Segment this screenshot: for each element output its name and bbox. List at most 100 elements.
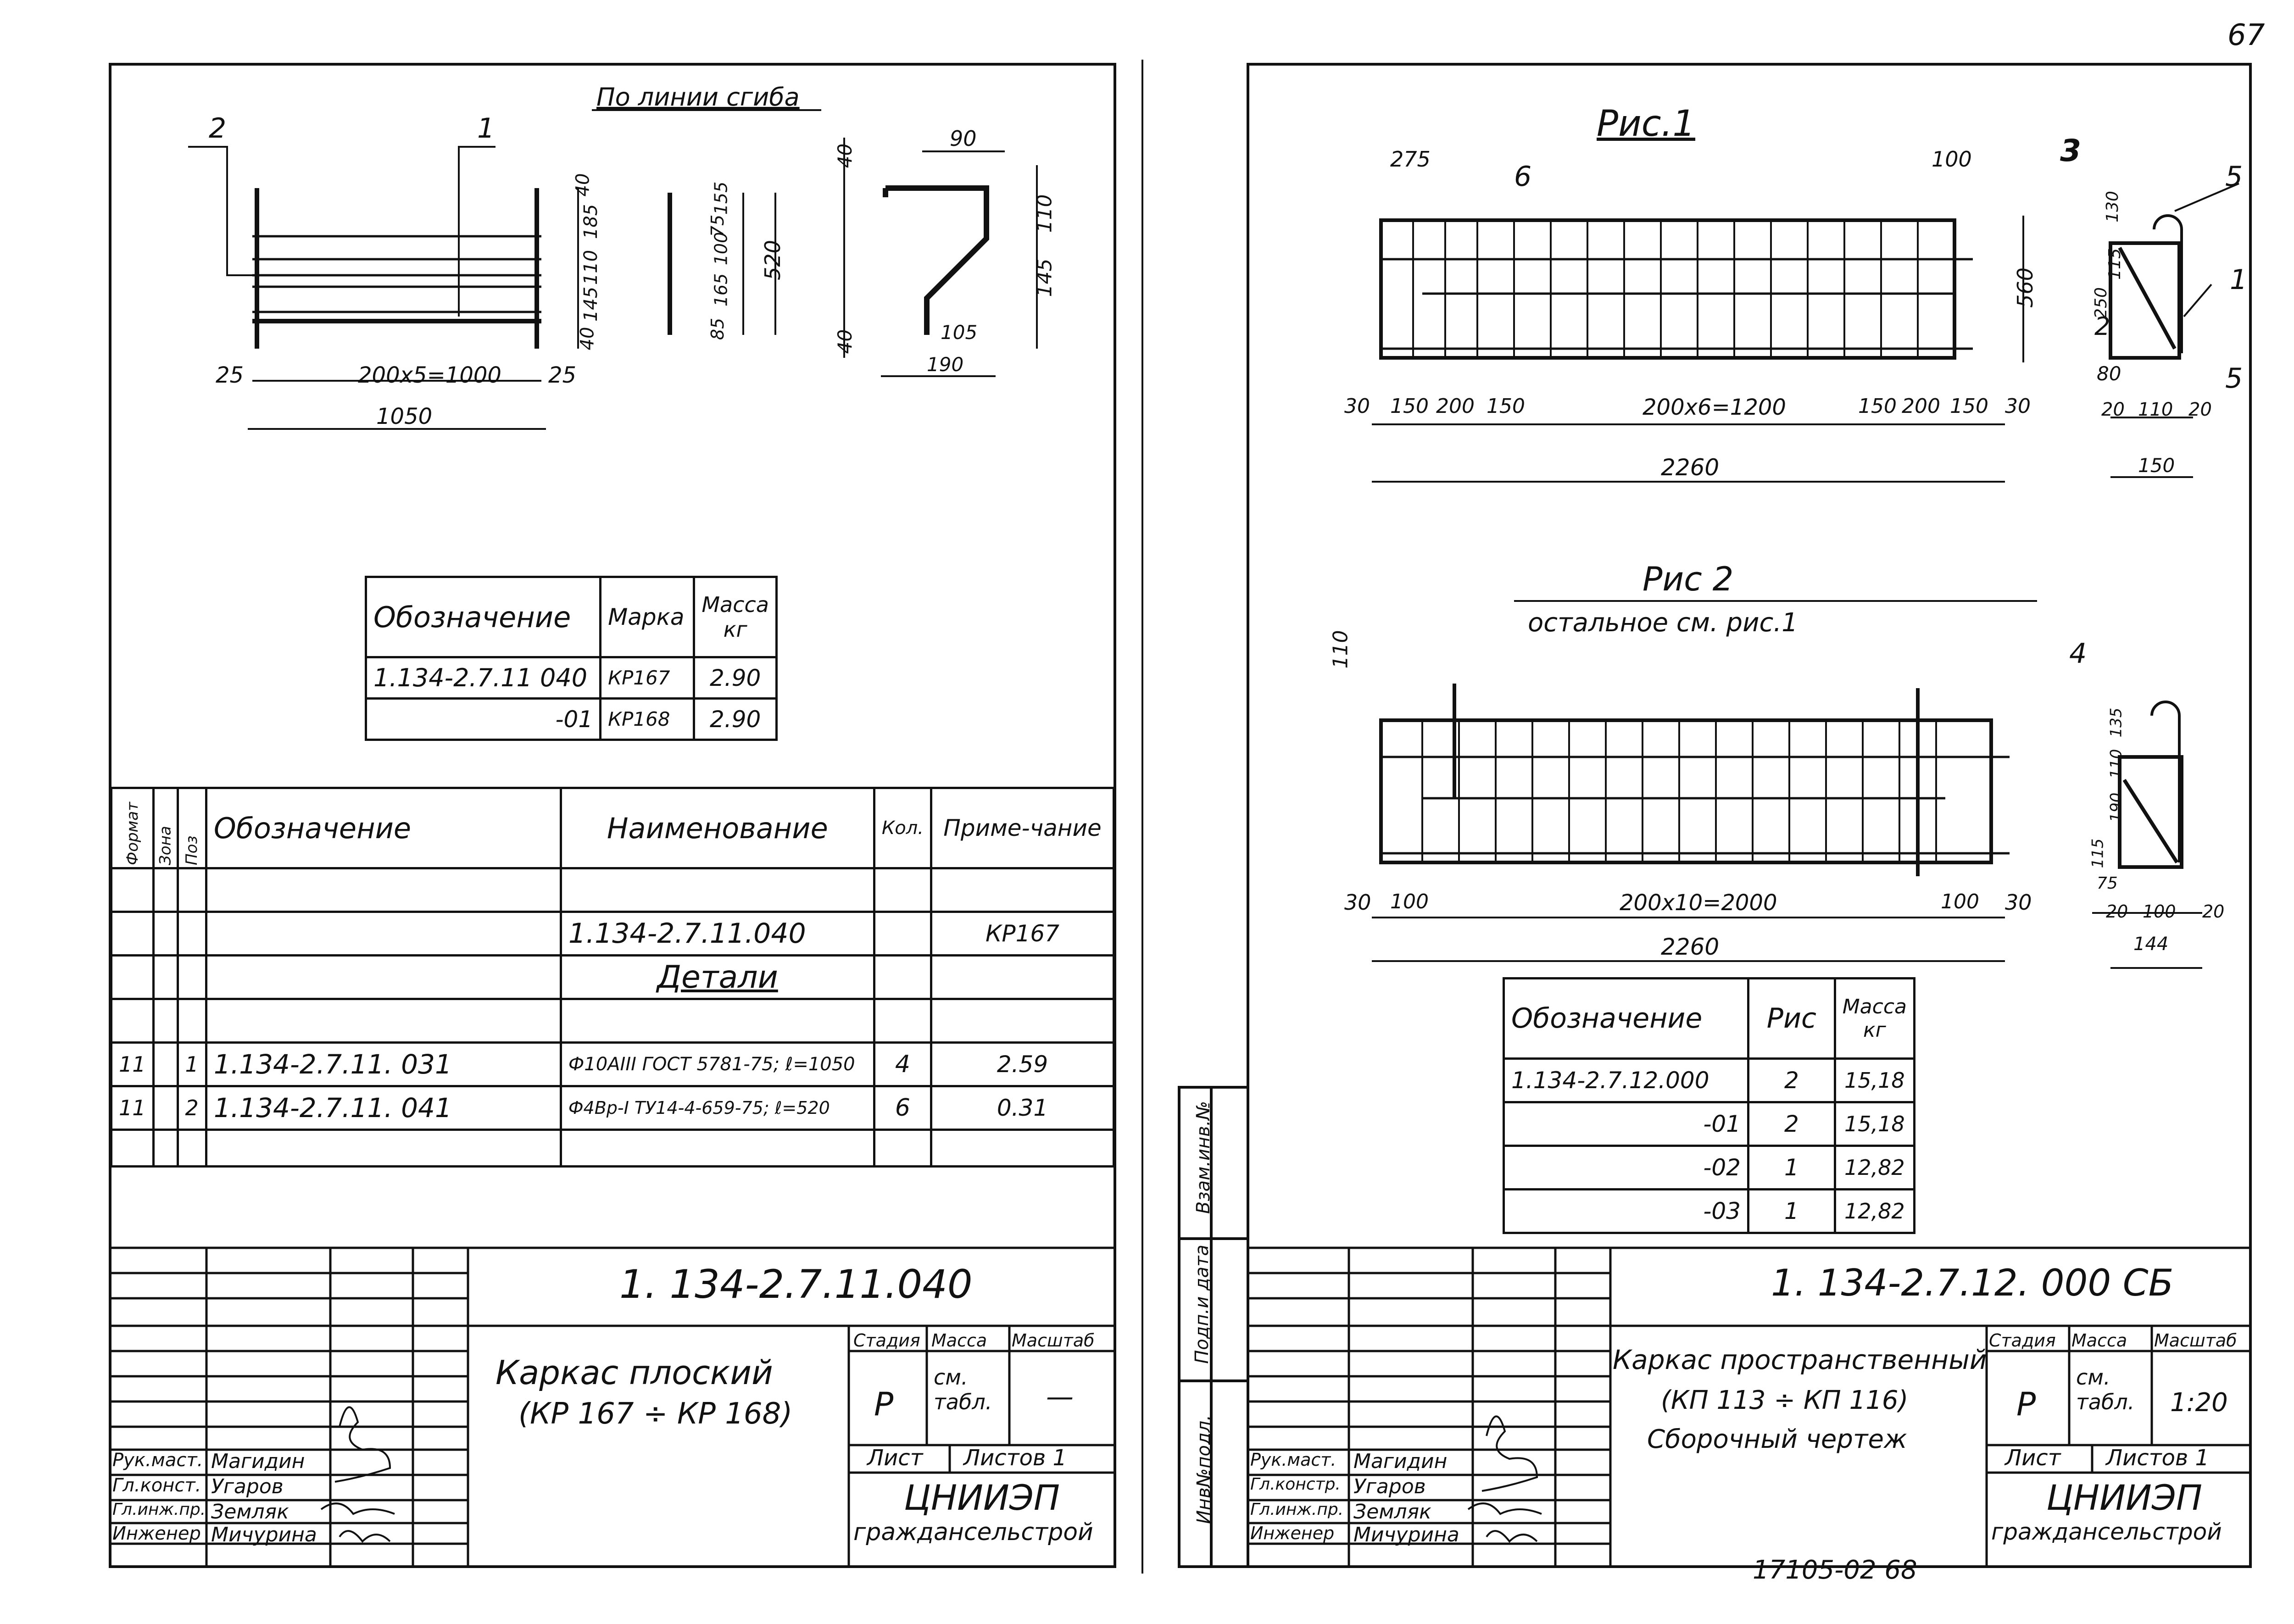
spec-header-designation: Обозначение xyxy=(205,787,562,869)
spec-cell xyxy=(152,1085,179,1131)
spec-cell: 1 xyxy=(176,1041,207,1087)
spec-cell: Ф10АIII ГОСТ 5781-75; ℓ=1050 xyxy=(559,1041,875,1087)
right-mass-header-designation: Обозначение xyxy=(1503,977,1749,1060)
dim-bend-40a: 40 xyxy=(834,143,857,168)
left-org-name: ЦНИИЭП xyxy=(904,1477,1060,1518)
fig1-side-150: 150 xyxy=(2138,454,2175,477)
fig1-drawing xyxy=(1372,183,2239,483)
fig1-dim-b1: 150 xyxy=(1390,395,1429,418)
right-stage-value: Р xyxy=(2016,1385,2036,1423)
side-stamp-replacement: Взам.инв.№ xyxy=(1193,1101,1214,1214)
fig2-side-20a: 20 xyxy=(2106,901,2128,922)
mass-table-cell: 2.90 xyxy=(693,656,778,700)
left-signatures xyxy=(320,1406,395,1543)
left-title-block-lines xyxy=(110,1246,1115,1567)
fig1-dim-b6: 200 xyxy=(1902,395,1940,418)
dim-bend-105: 105 xyxy=(941,321,978,344)
dim-bend-90: 90 xyxy=(950,126,977,151)
right-mass-cell: 12,82 xyxy=(1833,1145,1916,1190)
fig2-side-20b: 20 xyxy=(2202,901,2225,922)
dim-span: 200x5=1000 xyxy=(358,362,501,388)
fig2-dim-b2: 200x10=2000 xyxy=(1620,890,1777,916)
left-stage-header: Стадия xyxy=(853,1330,920,1351)
fig1-label-3: 3 xyxy=(2060,133,2081,168)
right-mass-table: Обозначение Рис Масса кг 1.134-2.7.12.00… xyxy=(1503,977,1916,1234)
spec-header-qty: Кол. xyxy=(873,787,932,869)
fig1-label-1: 1 xyxy=(2230,264,2248,296)
spec-cell: 11 xyxy=(110,1041,155,1087)
fig1-side-115: 115 xyxy=(2105,248,2124,280)
fig2-dim-b0: 30 xyxy=(1344,890,1371,915)
left-spec-table: Формат Зона Поз Обозначение Наименование… xyxy=(110,787,1115,1168)
dim-bend-110: 110 xyxy=(1033,194,1057,233)
right-role: Рук.маст. xyxy=(1250,1450,1336,1470)
fig1-side-20b: 20 xyxy=(2188,399,2212,420)
right-title-line2: (КП 113 ÷ КП 116) xyxy=(1661,1385,1909,1415)
right-sheet-label: Лист xyxy=(2005,1445,2061,1471)
left-org-sub: граждансельстрой xyxy=(853,1518,1093,1546)
right-signatures xyxy=(1467,1415,1542,1543)
spec-header-pos: Поз xyxy=(178,788,206,868)
fig2-title: Рис 2 xyxy=(1643,560,1734,598)
dim-right-145: 145 xyxy=(580,286,602,322)
fig1-dim-b5: 150 xyxy=(1858,395,1897,418)
fig2-drawing xyxy=(1372,600,2202,969)
right-scale-value: 1:20 xyxy=(2170,1388,2228,1418)
fig2-side-100: 100 xyxy=(2143,901,2176,922)
right-org-name: ЦНИИЭП xyxy=(2046,1477,2203,1518)
left-title-line2: (КР 167 ÷ КР 168) xyxy=(518,1397,793,1431)
dim-right-40a: 40 xyxy=(572,173,594,197)
fig1-dim-b7: 150 xyxy=(1950,395,1988,418)
dim-mid-total: 520 xyxy=(760,240,785,280)
page-number: 67 xyxy=(2227,18,2265,52)
spec-cell: 6 xyxy=(873,1085,932,1131)
right-doc-code: 1. 134-2.7.12. 000 СБ xyxy=(1771,1262,2174,1304)
spec-cell: 11 xyxy=(110,1085,155,1131)
mass-table-header-mass: Масса кг xyxy=(693,576,778,658)
left-mass-table: Обозначение Марка Масса кг 1.134-2.7.11 … xyxy=(364,576,778,741)
mass-table-cell: КР167 xyxy=(599,656,696,700)
left-scale-header: Масштаб xyxy=(1012,1330,1095,1351)
fig1-side-130: 130 xyxy=(2103,191,2122,222)
right-mass-cell: 1.134-2.7.12.000 xyxy=(1503,1057,1749,1103)
fig1-dim-b8: 30 xyxy=(2005,395,2031,418)
dim-top-right: 25 xyxy=(548,362,577,388)
dim-mid-165: 165 xyxy=(711,273,731,307)
spec-doc-note: КР167 xyxy=(930,911,1115,957)
right-mass-cell: 1 xyxy=(1747,1188,1836,1234)
right-mass-cell: 2 xyxy=(1747,1057,1836,1103)
dim-right-185: 185 xyxy=(580,204,602,239)
left-name: Мичурина xyxy=(211,1523,317,1546)
dim-top-left: 25 xyxy=(216,362,244,388)
spec-section-details: Детали xyxy=(559,954,875,1000)
right-mass-header-fig: Рис xyxy=(1747,977,1836,1060)
fig2-dim-b3: 100 xyxy=(1941,890,1979,913)
right-name: Магидин xyxy=(1353,1450,1448,1473)
fig1-dim-560: 560 xyxy=(2012,267,2038,308)
fig2-side-75: 75 xyxy=(2097,874,2118,893)
right-mass-cell: 1 xyxy=(1747,1145,1836,1190)
fig2-label-4: 4 xyxy=(2069,638,2087,670)
dim-right-40b: 40 xyxy=(577,327,598,350)
left-role: Рук.маст. xyxy=(112,1450,203,1471)
right-mass-value: см. табл. xyxy=(2076,1365,2135,1414)
right-title-line3: Сборочный чертеж xyxy=(1647,1424,1907,1454)
spec-cell: 2.59 xyxy=(930,1041,1115,1087)
mass-table-cell: 1.134-2.7.11 040 xyxy=(364,656,602,700)
mass-table-header-mark: Марка xyxy=(599,576,696,658)
dim-mid-100: 100 xyxy=(711,232,731,266)
dim-bend-40b: 40 xyxy=(834,329,857,354)
spec-cell: 4 xyxy=(873,1041,932,1087)
right-role: Гл.констр. xyxy=(1250,1475,1341,1494)
fig2-side-115: 115 xyxy=(2088,838,2107,868)
fig1-title: Рис.1 xyxy=(1597,103,1696,145)
left-sheet-frame xyxy=(109,63,1116,1568)
fig2-side-144: 144 xyxy=(2133,934,2169,955)
spec-cell: Ф4Вр-I ТУ14-4-659-75; ℓ=520 xyxy=(559,1085,875,1131)
right-mass-header-mass: Масса кг xyxy=(1833,977,1916,1060)
dim-bend-190: 190 xyxy=(927,353,964,376)
right-scale-header: Масштаб xyxy=(2154,1330,2237,1351)
fig1-label-5a: 5 xyxy=(2225,161,2243,193)
dim-total: 1050 xyxy=(376,404,433,429)
